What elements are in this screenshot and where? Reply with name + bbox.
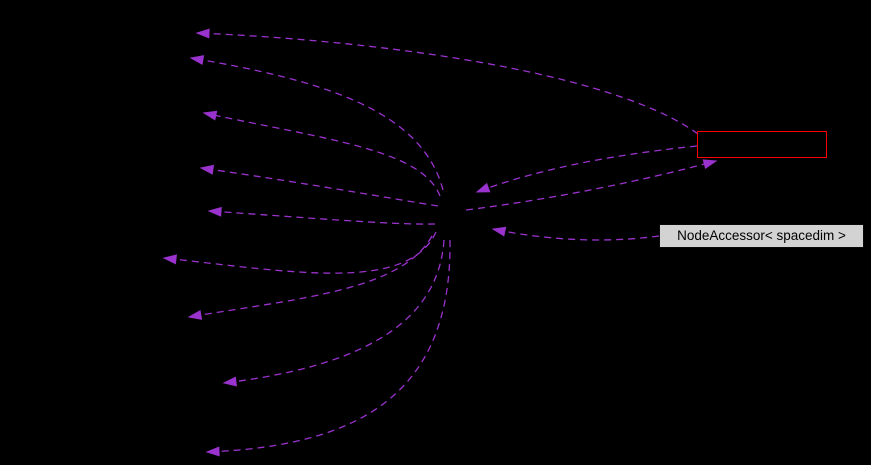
edge-center-to-left-6	[162, 231, 437, 274]
edge-center-to-left-5	[207, 206, 436, 225]
edge-center-to-left-7	[187, 235, 433, 320]
edge-center-to-red	[465, 159, 718, 211]
edge-nodeaccessor-to-center	[491, 226, 660, 241]
node-truncated-red[interactable]	[697, 131, 827, 158]
edge-center-to-left-8	[222, 239, 445, 387]
node-nodeaccessor[interactable]: NodeAccessor< spacedim >	[659, 224, 864, 248]
edge-center-to-left-4	[199, 164, 439, 207]
edge-red-to-left-1	[195, 28, 699, 135]
edge-center-to-left-2	[189, 55, 444, 191]
edge-center-to-left-3	[202, 110, 441, 197]
node-nodeaccessor-label: NodeAccessor< spacedim >	[677, 228, 846, 243]
edge-red-to-center	[475, 145, 698, 193]
edge-center-to-left-9	[205, 239, 451, 457]
